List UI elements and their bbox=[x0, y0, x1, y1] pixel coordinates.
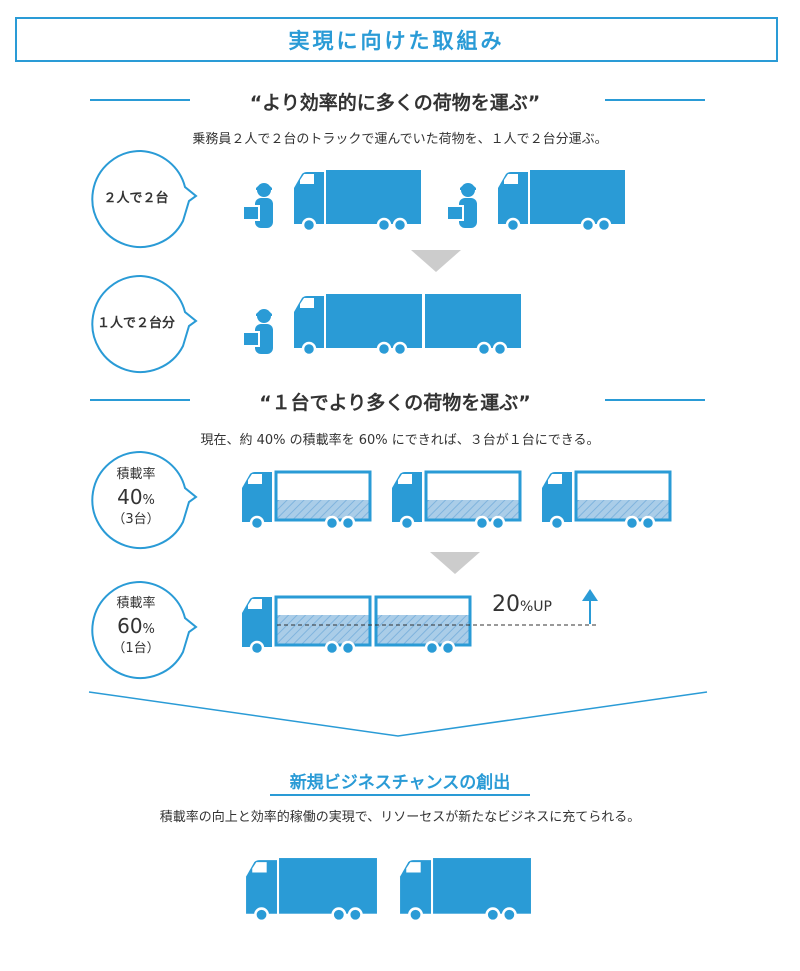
truck-icon bbox=[292, 170, 422, 232]
down-arrow-icon bbox=[411, 250, 461, 272]
truck-count: （3台） bbox=[112, 511, 160, 527]
truck-icon bbox=[390, 470, 522, 530]
increase-label: 20%UP bbox=[492, 592, 552, 617]
truck-icon bbox=[240, 470, 372, 530]
after-label: １人で２台分 bbox=[96, 316, 175, 331]
load-rate-unit: % bbox=[142, 492, 155, 508]
increase-value: 20 bbox=[492, 592, 520, 617]
load-rate-label: 積載率 bbox=[116, 596, 156, 611]
load-rate-value: 60 bbox=[117, 613, 143, 638]
result-underline bbox=[270, 794, 530, 796]
load-rate-unit: % bbox=[142, 621, 155, 637]
load-before-label: 積載率 40% （3台） bbox=[86, 466, 186, 528]
section2-heading: “１台でより多くの荷物を運ぶ” bbox=[259, 392, 531, 414]
heading-rule-right bbox=[605, 399, 705, 401]
summary-funnel bbox=[88, 691, 708, 737]
section1-caption: 乗務員２人で２台のトラックで運んでいた荷物を、１人で２台分運ぶ。 bbox=[192, 132, 608, 147]
driver-icon bbox=[446, 182, 480, 230]
truck-icon bbox=[496, 170, 626, 232]
result-heading: 新規ビジネスチャンスの創出 bbox=[289, 773, 511, 793]
dashed-line bbox=[277, 624, 597, 626]
up-arrow-icon bbox=[582, 589, 598, 624]
driver-icon bbox=[242, 308, 276, 356]
truck-count: （1台） bbox=[112, 640, 160, 656]
heading-rule-left bbox=[90, 99, 190, 101]
truck-icon bbox=[292, 294, 522, 356]
truck-icon bbox=[540, 470, 672, 530]
down-arrow-icon bbox=[430, 552, 480, 574]
section1-heading: “より効率的に多くの荷物を運ぶ” bbox=[249, 92, 541, 114]
heading-rule-right bbox=[605, 99, 705, 101]
load-rate-value: 40 bbox=[117, 484, 143, 509]
truck-icon bbox=[244, 858, 378, 922]
driver-icon bbox=[242, 182, 276, 230]
load-rate-label: 積載率 bbox=[116, 467, 156, 482]
heading-rule-left bbox=[90, 399, 190, 401]
page-title: 実現に向けた取組み bbox=[15, 17, 778, 62]
before-label: ２人で２台 bbox=[103, 191, 169, 206]
section2-caption: 現在、約 40% の積載率を 60% にできれば、３台が１台にできる。 bbox=[200, 433, 600, 448]
load-after-label: 積載率 60% （1台） bbox=[86, 595, 186, 657]
truck-icon bbox=[398, 858, 532, 922]
result-caption: 積載率の向上と効率的稼働の実現で、リソーセスが新たなビジネスに充てられる。 bbox=[159, 810, 641, 825]
increase-unit: %UP bbox=[520, 599, 552, 615]
